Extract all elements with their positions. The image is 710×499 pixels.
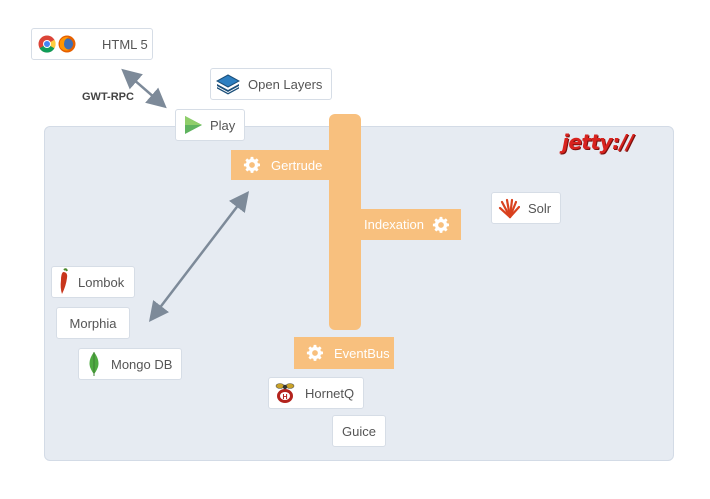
- gertrude-label: Gertrude: [271, 157, 323, 173]
- gear-icon: [306, 344, 324, 361]
- eventbus-component: EventBus: [294, 337, 394, 369]
- play-node: Play: [175, 109, 245, 141]
- mongodb-node: Mongo DB: [78, 348, 182, 380]
- solr-icon: [498, 198, 520, 219]
- layers-icon: [216, 74, 240, 95]
- mongodb-leaf-icon: [89, 352, 99, 376]
- openlayers-node: Open Layers: [210, 68, 332, 100]
- morphia-node: Morphia: [56, 307, 130, 339]
- hornetq-node: H HornetQ: [268, 377, 364, 409]
- gear-icon: [432, 216, 450, 233]
- solr-label: Solr: [528, 200, 552, 216]
- mongodb-label: Mongo DB: [111, 356, 173, 372]
- indexation-component: Indexation: [347, 209, 461, 240]
- gear-icon: [243, 156, 261, 173]
- indexation-label: Indexation: [364, 217, 424, 232]
- lombok-node: Lombok: [51, 266, 135, 298]
- guice-node: Guice: [332, 415, 386, 447]
- eventbus-label: EventBus: [334, 345, 390, 361]
- play-label: Play: [210, 117, 236, 133]
- gertrude-component: Gertrude: [231, 150, 343, 180]
- html5-label: HTML 5: [102, 36, 148, 52]
- firefox-icon: [58, 35, 76, 53]
- hornet-icon: H: [275, 383, 295, 403]
- chili-pepper-icon: [60, 268, 68, 294]
- gertrude-morphia-arrow: [148, 191, 250, 322]
- lombok-label: Lombok: [78, 274, 125, 290]
- gwt-rpc-label: GWT-RPC: [82, 91, 134, 103]
- play-icon: [185, 116, 202, 134]
- solr-node: Solr: [491, 192, 561, 224]
- openlayers-label: Open Layers: [248, 76, 323, 92]
- jetty-logo: jetty://: [562, 130, 634, 154]
- gwt-rpc-arrow: [121, 68, 167, 109]
- guice-label: Guice: [342, 423, 376, 439]
- html5-node: HTML 5: [31, 28, 153, 60]
- chrome-icon: [38, 35, 56, 53]
- svg-text:H: H: [282, 394, 287, 401]
- hornetq-label: HornetQ: [305, 385, 355, 401]
- morphia-label: Morphia: [69, 315, 117, 331]
